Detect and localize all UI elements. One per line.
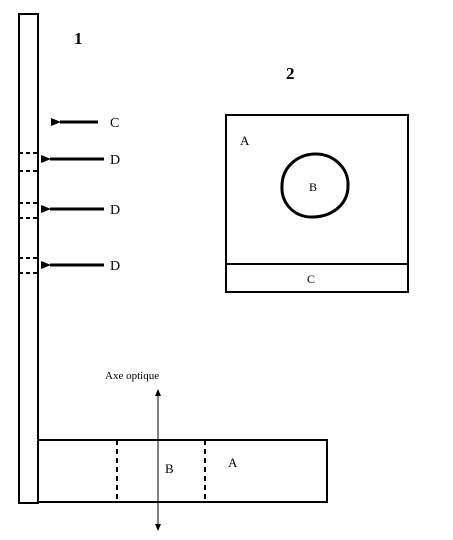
base-label-a: A bbox=[228, 455, 238, 470]
figure-1-number: 1 bbox=[74, 29, 83, 48]
column-openings bbox=[19, 152, 38, 274]
panel-label-a: A bbox=[240, 133, 250, 148]
arrow-label-c: C bbox=[110, 116, 119, 131]
base-label-b: B bbox=[165, 461, 174, 476]
arrow-label-d-3: D bbox=[110, 259, 120, 274]
optical-axis-label: Axe optique bbox=[105, 370, 159, 382]
arrow-label-d-2: D bbox=[110, 203, 120, 218]
hole-label-b: B bbox=[309, 180, 317, 194]
figure-2-number: 2 bbox=[286, 64, 295, 83]
arrow-label-d-1: D bbox=[110, 153, 120, 168]
circular-hole bbox=[280, 152, 350, 219]
figure-2: 2 A B C bbox=[225, 64, 409, 293]
figure-1: 1 C D D D B A Axe optique bbox=[18, 13, 328, 531]
horizontal-base bbox=[37, 439, 328, 503]
strip-label-c: C bbox=[307, 272, 315, 286]
bottom-strip bbox=[225, 263, 409, 293]
